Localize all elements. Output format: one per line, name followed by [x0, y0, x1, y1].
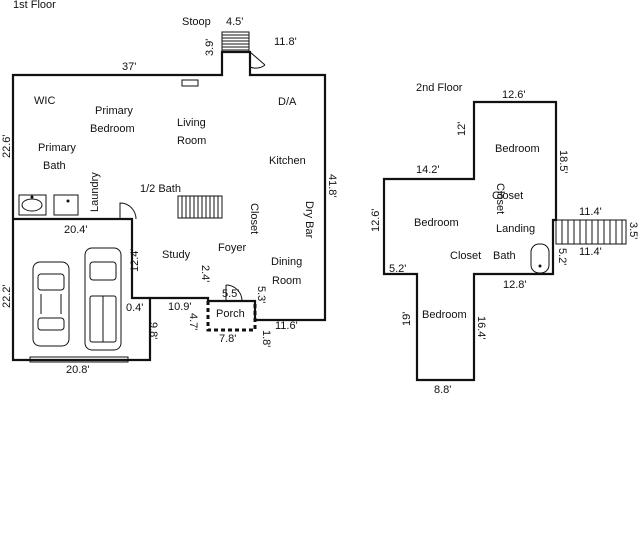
room-closet-rotated: Closet: [494, 183, 506, 214]
dim-2f-inner: 12': [456, 122, 468, 136]
dim-top-right: 11.8': [274, 36, 297, 48]
first-floor-plan: 1st Floor: [1, 0, 338, 376]
room-closet-label: Closet: [492, 190, 523, 202]
stoop-door-swing: [249, 51, 266, 69]
dim-2f-south-left: 19': [401, 312, 413, 326]
dim-top-left: 37': [122, 61, 136, 73]
dim-left-wall: 22.6': [1, 134, 13, 158]
dim-2f-left-step: 5.2': [389, 263, 406, 275]
dim-2f-stair-end: 3.5': [627, 222, 639, 239]
garage-car-right: [84, 247, 122, 351]
dim-porch-bottom: 7.8': [219, 333, 236, 345]
dim-porch-top: 5.5': [222, 288, 239, 300]
room-stoop: Stoop: [182, 16, 211, 28]
dim-dining-bottom: 11.6': [275, 320, 298, 332]
room-foyer: Foyer: [218, 242, 246, 254]
dim-2f-top: 12.6': [502, 89, 526, 101]
room-dining-line1: Dining: [271, 256, 302, 268]
second-floor-plan: 2nd Floor Bedroom Closet Closet Bedroom: [370, 82, 639, 396]
half-bath-door-swing: [119, 202, 137, 220]
dim-porch-side: 2.4': [199, 265, 211, 282]
room-dry-bar: Dry Bar: [303, 201, 315, 239]
laundry-fixtures: [18, 194, 79, 216]
dim-2f-right-top: 18.5': [557, 150, 569, 174]
room-primary-bedroom-line1: Primary: [95, 105, 133, 117]
stoop-stairs: [221, 31, 250, 53]
dim-garage-left: 22.2': [1, 284, 13, 308]
dim-2f-left: 12.6': [370, 208, 382, 232]
garage-separating-wall: [13, 217, 150, 300]
room-bedroom-west: Bedroom: [414, 217, 459, 229]
room-living-line1: Living: [177, 117, 206, 129]
porch-outline: [206, 301, 257, 332]
dim-2f-south-bottom: 8.8': [434, 384, 451, 396]
room-bath: Bath: [493, 250, 516, 262]
room-primary-bedroom-line2: Bedroom: [90, 123, 135, 135]
dim-right-wall: 41.8': [326, 174, 338, 198]
room-bedroom-south: Bedroom: [422, 309, 467, 321]
room-closet: Closet: [248, 203, 260, 234]
room-kitchen: Kitchen: [269, 155, 306, 167]
bathtub-icon: [530, 243, 550, 274]
room-porch: Porch: [216, 308, 245, 320]
fireplace-icon: [181, 79, 199, 87]
dim-garage-bottom: 20.8': [66, 364, 90, 376]
dim-study-bottom: 10.9': [168, 301, 192, 313]
room-wic: WIC: [34, 95, 55, 107]
dim-stoop-height: 3.9': [204, 39, 216, 56]
dim-notch: 0.4': [126, 302, 143, 314]
interior-stairs: [177, 195, 223, 219]
dim-stoop-width: 4.5': [226, 16, 243, 28]
dim-porch-right: 5.3': [255, 286, 267, 303]
dim-garage-step: 9.8': [147, 322, 159, 339]
room-primary-bath-line2: Bath: [43, 160, 66, 172]
room-dining-line2: Room: [272, 275, 301, 287]
room-laundry: Laundry: [89, 172, 101, 212]
garage-door: [29, 356, 129, 363]
dim-2f-south-right: 16.4': [475, 316, 487, 340]
second-floor-stairs: [555, 219, 627, 245]
garage-car-left: [32, 261, 70, 347]
dim-2f-stair-top: 11.4': [579, 206, 602, 218]
room-living-line2: Room: [177, 135, 206, 147]
room-bedroom-northeast: Bedroom: [495, 143, 540, 155]
room-landing: Landing: [496, 223, 535, 235]
dim-2f-bath-side: 5.2': [556, 248, 568, 265]
dim-porch-step: 1.8': [260, 330, 272, 347]
room-closet-south: Closet: [450, 250, 481, 262]
dim-2f-mid-bottom: 12.8': [503, 279, 527, 291]
second-floor-title: 2nd Floor: [416, 82, 463, 94]
foyer-door-swing: [225, 284, 243, 302]
room-primary-bath-line1: Primary: [38, 142, 76, 154]
dim-porch-left: 4.7': [187, 313, 199, 330]
dim-garage-top: 20.4': [64, 224, 88, 236]
dim-2f-stair-bottom: 11.4': [579, 246, 602, 258]
room-half-bath: 1/2 Bath: [140, 183, 181, 195]
room-study: Study: [162, 249, 191, 261]
room-da: D/A: [278, 96, 297, 108]
dim-2f-mid-top: 14.2': [416, 164, 440, 176]
dim-garage-right: 12.4': [129, 248, 141, 272]
first-floor-title: 1st Floor: [13, 0, 56, 11]
